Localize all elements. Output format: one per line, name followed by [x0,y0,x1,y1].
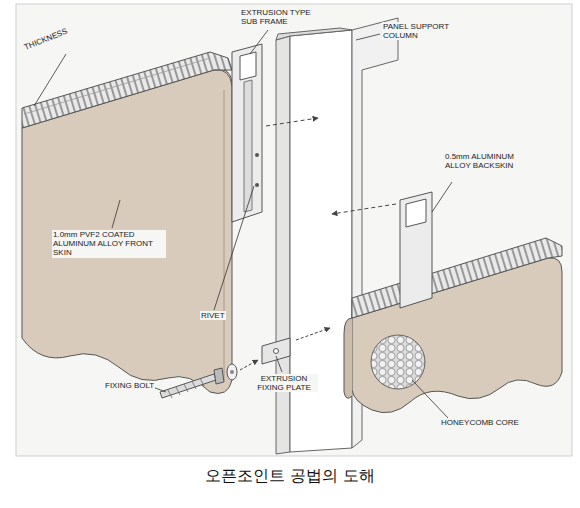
caption: 오픈조인트 공법의 도해 [0,466,580,487]
motion-arrow [266,118,318,126]
part-label: RIVET [200,311,226,320]
part-label: FIXING BOLT [104,381,155,390]
right-panel [344,192,562,413]
sub-frame [232,44,262,222]
leader-lines [34,30,452,418]
part-label: PANEL SUPPORT COLUMN [382,22,454,40]
part-label: EXTRUSION TYPE SUB FRAME [240,8,324,26]
motion-arrow [332,204,396,214]
part-label: 1.0mm PVF2 COATED ALUMINUM ALLOY FRONT S… [52,230,166,258]
motion-arrow [296,328,330,340]
part-label: EXTRUSION FIXING PLATE [250,374,318,392]
left-panel [22,52,232,394]
motion-arrow [240,360,258,370]
part-label: HONEYCOMB CORE [440,418,520,427]
honeycomb-cutaway [371,335,425,389]
frame [16,4,572,456]
part-label: 0.5mm ALUMINUM ALLOY BACKSKIN [444,152,542,170]
